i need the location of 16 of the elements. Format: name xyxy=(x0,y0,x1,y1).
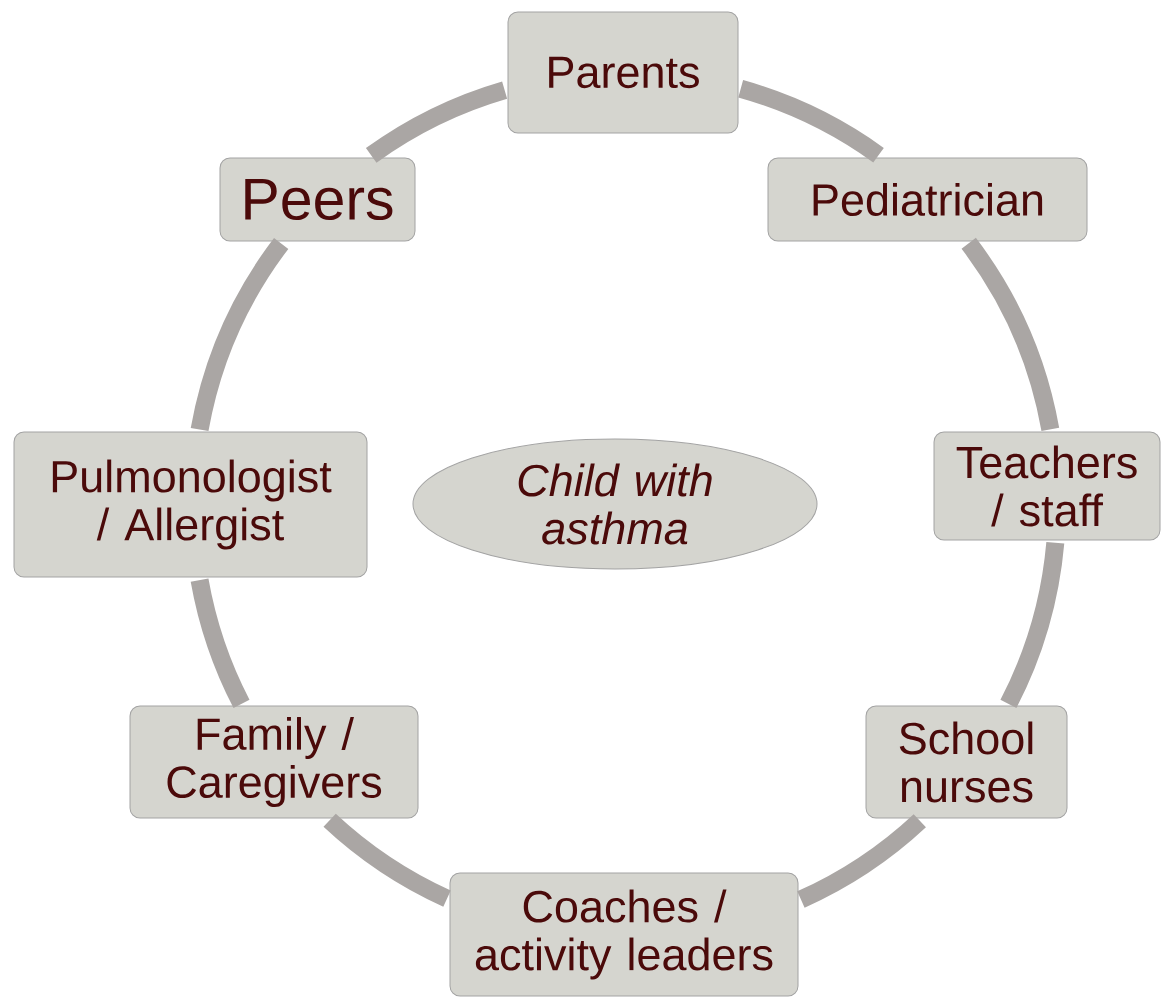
rounded-box: Parents xyxy=(507,11,739,134)
ring-arc xyxy=(797,814,926,908)
rounded-box: Pediatrician xyxy=(767,157,1088,242)
ring-arc xyxy=(190,578,250,708)
ring-arc xyxy=(190,238,289,432)
ring-arc xyxy=(738,80,884,163)
rounded-box: School nurses xyxy=(865,705,1068,819)
ring-arc xyxy=(323,813,451,907)
ring-arc xyxy=(366,81,508,163)
ring-arc xyxy=(1000,541,1065,708)
rounded-box: Coaches / activity leaders xyxy=(449,872,799,997)
rounded-box: Pulmonologist / Allergist xyxy=(13,431,368,578)
rounded-box: Peers xyxy=(219,157,416,242)
ring-arc xyxy=(961,237,1060,432)
rounded-box: Family / Caregivers xyxy=(129,705,419,819)
rounded-box: Teachers / staff xyxy=(933,431,1161,541)
